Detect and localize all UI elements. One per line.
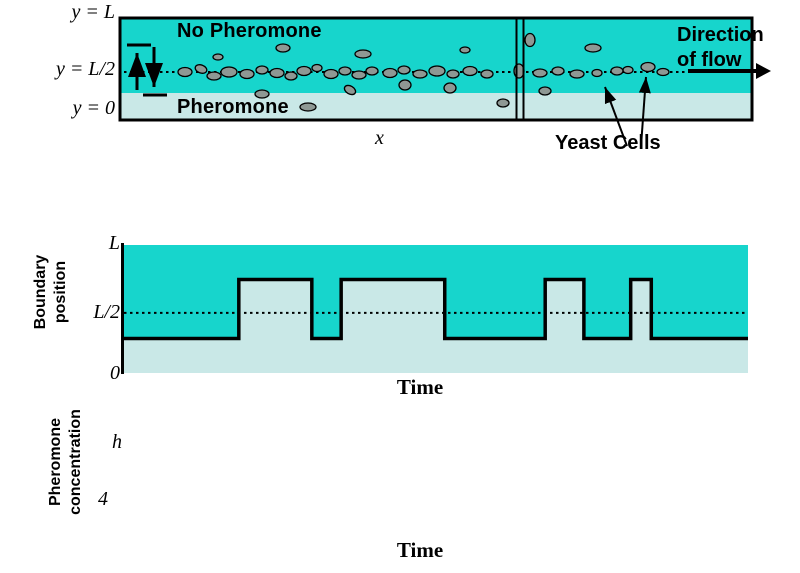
boundary-position-plot <box>121 243 748 374</box>
yeast-cell <box>299 102 317 112</box>
tick-0: 0 <box>110 362 120 384</box>
yeast-cell <box>275 43 291 53</box>
yeast-pointer-arrows <box>604 76 651 147</box>
yeast-cell <box>640 61 656 73</box>
yeast-cell <box>269 67 285 79</box>
pheromone-concentration-ylabel: Pheromone concentration <box>47 409 84 515</box>
yeast-cell <box>538 86 552 96</box>
yeast-cell <box>296 65 312 77</box>
yeast-cell <box>551 66 565 76</box>
time-label-bottom: Time <box>396 538 444 562</box>
yeast-cell <box>412 69 428 79</box>
yeast-cell <box>622 65 634 75</box>
channel-schematic <box>118 16 754 122</box>
yeast-cell <box>462 65 478 77</box>
yeast-cell <box>284 71 298 81</box>
yeast-cell <box>443 82 457 94</box>
yeast-cell <box>212 53 224 61</box>
yeast-cell <box>338 66 352 76</box>
y-axis-label-L2: y = L/2 <box>55 58 115 80</box>
boundary-position-ylabel: Boundary position <box>32 254 69 330</box>
direction-of-flow-label-line1: Direction <box>677 24 764 46</box>
yeast-cell <box>255 65 269 75</box>
yeast-cell <box>569 69 585 79</box>
x-axis-label: x <box>375 127 384 149</box>
yeast-cell <box>397 65 411 75</box>
yeast-cell <box>177 66 193 78</box>
y-axis-label-L: y = L <box>71 1 116 23</box>
flow-direction-arrow <box>688 63 771 79</box>
yeast-cell <box>220 66 238 78</box>
tick-L2: L/2 <box>93 301 120 323</box>
yeast-cell <box>656 67 670 77</box>
yeast-cell <box>351 70 367 80</box>
time-label-middle: Time <box>396 375 444 399</box>
yeast-cell <box>194 64 208 74</box>
yeast-cell <box>524 32 536 48</box>
yeast-arrow-left-icon <box>604 86 628 147</box>
yeast-cell <box>398 79 412 91</box>
yeast-cell <box>446 69 460 79</box>
yeast-cell <box>311 63 323 73</box>
tick-L: L <box>108 232 120 254</box>
yeast-cell <box>428 65 446 77</box>
yeast-cell <box>382 67 398 79</box>
yeast-cell <box>610 66 624 76</box>
yeast-cell <box>239 68 255 80</box>
yeast-arrow-right-icon <box>638 76 651 147</box>
yeast-cell <box>354 49 372 59</box>
yeast-cell <box>206 71 222 81</box>
direction-of-flow-label-line2: of flow <box>677 49 742 71</box>
yeast-cell <box>323 68 339 80</box>
flow-arrow-head-icon <box>756 63 771 79</box>
yeast-cell <box>365 66 379 76</box>
yeast-cells-label: Yeast Cells <box>555 132 661 154</box>
tick-h: h <box>112 431 122 453</box>
pheromone-label: Pheromone <box>177 96 289 118</box>
yeast-cell <box>591 68 603 78</box>
tick-4: 4 <box>98 488 108 510</box>
yeast-cell <box>459 46 471 54</box>
yeast-cell <box>496 98 510 108</box>
y-axis-label-0: y = 0 <box>72 97 115 119</box>
boundary-oscillation-arrows <box>127 43 167 97</box>
yeast-cell <box>480 69 494 79</box>
yeast-cell <box>532 68 548 78</box>
no-pheromone-label: No Pheromone <box>177 20 322 42</box>
yeast-cell <box>343 84 357 96</box>
yeast-cell <box>584 43 602 53</box>
yeast-cell <box>254 89 270 99</box>
